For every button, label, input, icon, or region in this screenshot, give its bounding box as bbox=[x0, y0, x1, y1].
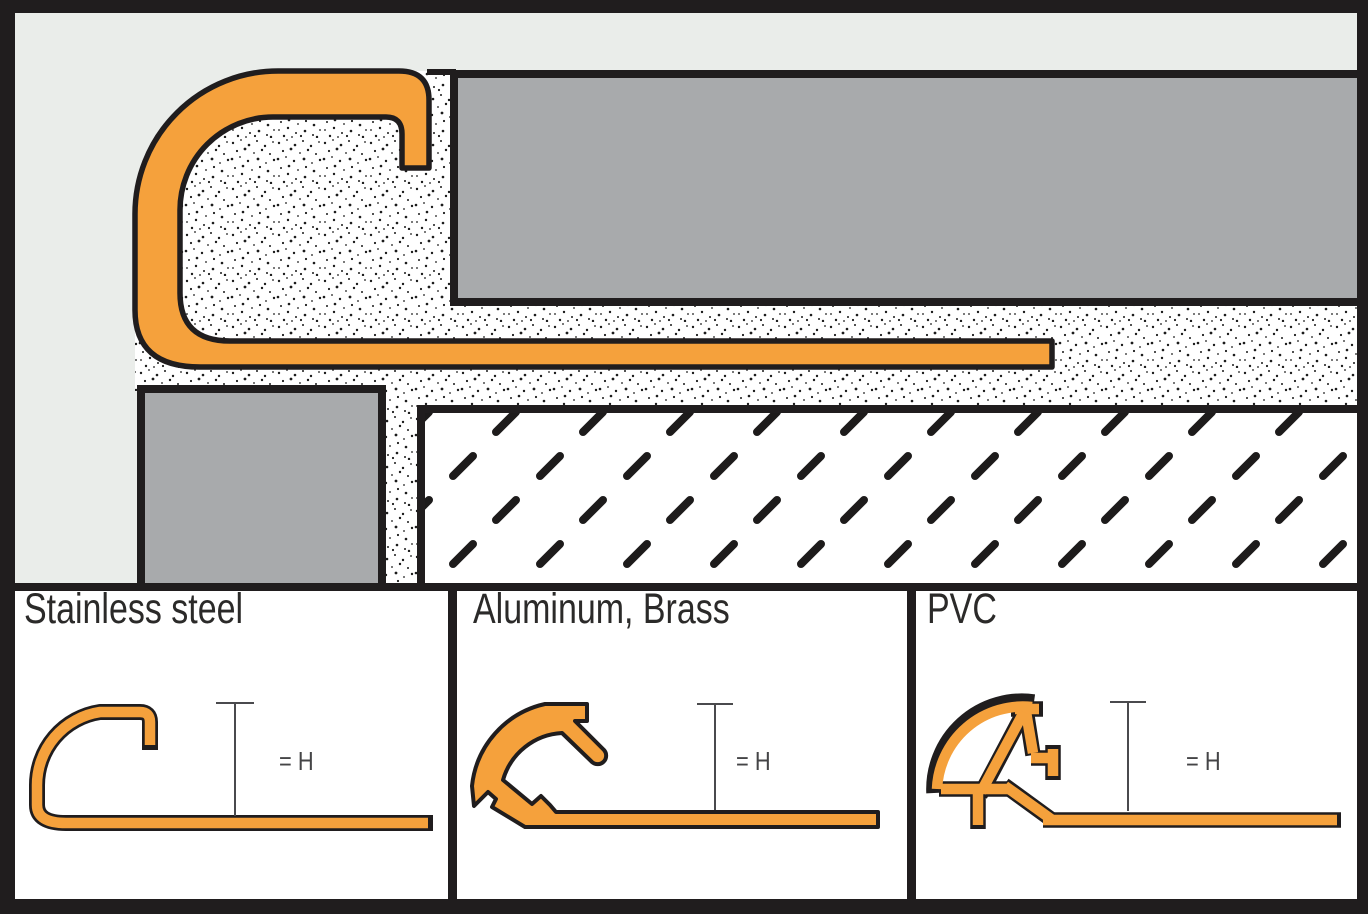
panel-divider-1 bbox=[448, 583, 457, 908]
frame-left bbox=[0, 0, 15, 914]
height-dimension-line-3 bbox=[1110, 701, 1146, 811]
frame-bottom bbox=[0, 906, 1368, 914]
pvc-profile-drawing bbox=[926, 693, 1341, 829]
panel-divider-2 bbox=[907, 583, 916, 908]
panel-row-background bbox=[15, 591, 1357, 899]
lower-tile-cross-section bbox=[137, 385, 386, 595]
height-dimension-line-1 bbox=[216, 702, 254, 816]
height-dimension-label-2: = H bbox=[736, 746, 771, 776]
height-dimension-line-2 bbox=[697, 703, 733, 810]
upper-tile-cross-section bbox=[450, 70, 1368, 306]
panel-row-top-border bbox=[15, 583, 1357, 591]
frame-right bbox=[1357, 0, 1368, 914]
panel-row-bottom-border bbox=[15, 899, 1357, 908]
panel-label-aluminum-brass: Aluminum, Brass bbox=[473, 585, 730, 633]
stainless-steel-profile-drawing bbox=[28, 704, 433, 831]
aluminum-brass-profile-drawing bbox=[470, 702, 880, 829]
height-dimension-label-1: = H bbox=[279, 746, 314, 776]
substrate-hatch bbox=[425, 413, 1365, 591]
height-dimension-label-3: = H bbox=[1186, 746, 1221, 776]
frame-top bbox=[0, 0, 1368, 13]
trim-profile-cross-section bbox=[132, 68, 1055, 370]
panel-label-pvc: PVC bbox=[927, 585, 997, 633]
panel-label-stainless-steel: Stainless steel bbox=[24, 585, 244, 633]
